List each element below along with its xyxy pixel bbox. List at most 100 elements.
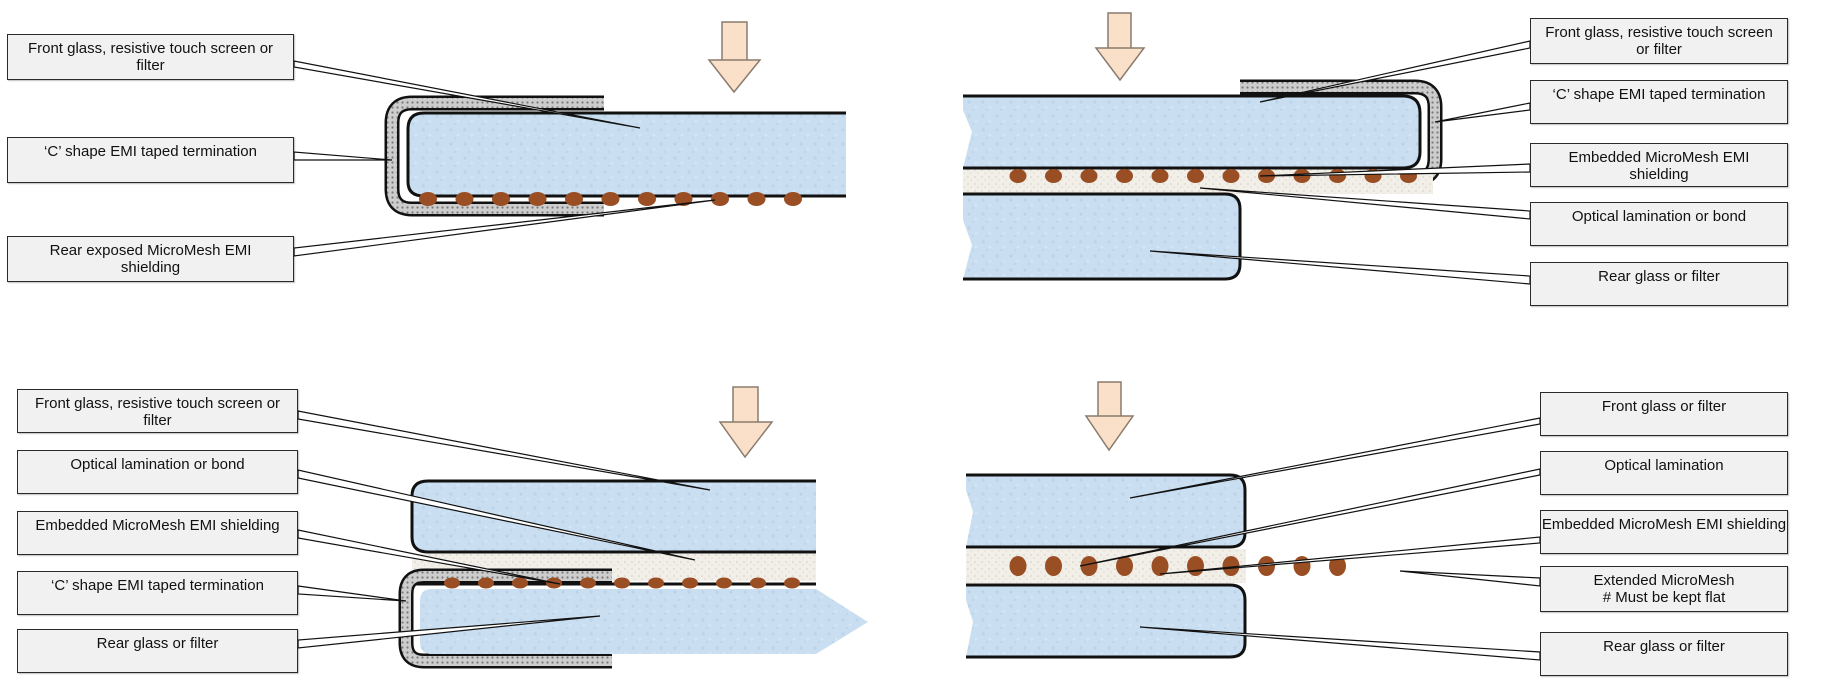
micromesh-wire-dot — [711, 192, 729, 206]
label-line: ‘C’ shape EMI taped termination — [1552, 86, 1766, 103]
label-optical-lamination: Optical lamination or bond — [1530, 202, 1788, 246]
front-glass-layer — [408, 113, 846, 196]
c-shape-emi-tape-fill — [401, 571, 612, 666]
micromesh-wire-dot — [614, 577, 630, 589]
micromesh-wire-dot — [512, 577, 528, 589]
micromesh-wire-dot — [682, 577, 698, 589]
panel-top-right — [963, 12, 1443, 281]
label-line: or filter — [1636, 41, 1682, 58]
front-glass-outline — [963, 94, 1422, 170]
leader-embedded-micromesh — [297, 529, 561, 585]
leader-c-shape — [293, 151, 393, 161]
label-c-shape-emi: ‘C’ shape EMI taped termination — [1530, 80, 1788, 124]
micromesh-wire-dot — [1116, 169, 1133, 183]
micromesh-wire-dot — [492, 192, 510, 206]
rear-glass-outline — [963, 192, 1242, 281]
label-line: Rear exposed MicroMesh EMI — [49, 242, 252, 259]
label-line: Front glass, resistive touch screen or — [34, 395, 281, 412]
micromesh-wire-dot — [648, 577, 664, 589]
label-line: Optical lamination or bond — [1571, 208, 1747, 225]
label-embedded-micromesh: Embedded MicroMesh EMI shielding — [17, 511, 298, 555]
label-front-glass: Front glass, resistive touch screen or f… — [1530, 18, 1788, 64]
label-front-glass: Front glass, resistive touch screen or f… — [17, 389, 298, 433]
micromesh-wire-dot — [1045, 556, 1062, 576]
front-glass-outline — [410, 479, 816, 554]
micromesh-wire-dot — [1080, 556, 1098, 576]
micromesh-wire-dot — [455, 192, 474, 206]
panel-bottom-left — [398, 386, 868, 669]
micromesh-wire-dot — [1222, 169, 1240, 183]
label-line: ‘C’ shape EMI taped termination — [51, 577, 264, 594]
down-arrow-icon — [718, 386, 774, 459]
label-line: Front glass, resistive touch screen or — [27, 40, 274, 57]
down-arrow-icon — [1084, 381, 1135, 452]
micromesh-wire-dot — [478, 577, 494, 589]
label-line: Optical lamination or bond — [70, 456, 245, 473]
label-line: shielding — [120, 259, 181, 276]
rear-glass-outline — [966, 583, 1247, 659]
leader-lines — [293, 40, 1541, 661]
down-arrow-icon — [707, 21, 762, 94]
label-c-shape-emi: ‘C’ shape EMI taped termination — [17, 571, 298, 615]
micromesh-wire-dot — [565, 192, 583, 206]
label-line: ‘C’ shape EMI taped termination — [44, 143, 257, 160]
micromesh-wire-dot — [1151, 556, 1169, 576]
label-line: Front glass or filter — [1601, 398, 1727, 415]
label-extended-micromesh: Extended MicroMesh # Must be kept flat — [1540, 566, 1788, 612]
panel-bottom-right — [966, 381, 1346, 659]
label-rear-glass: Rear glass or filter — [1530, 262, 1788, 306]
micromesh-wire-dot — [601, 192, 620, 206]
label-line: shielding — [1629, 166, 1689, 183]
micromesh-wire-dot — [1329, 169, 1346, 183]
rear-exposed-micromesh — [419, 192, 802, 206]
micromesh-wire-dot — [747, 192, 766, 206]
front-glass-layer — [966, 475, 1245, 547]
micromesh-wire-dot — [1045, 169, 1062, 183]
label-embedded-micromesh: Embedded MicroMesh EMI shielding — [1540, 510, 1788, 554]
micromesh-wire-dot — [1187, 169, 1204, 183]
micromesh-wire-dot — [1009, 556, 1027, 576]
label-front-glass: Front glass, resistive touch screen or f… — [7, 34, 294, 80]
label-optical-lamination: Optical lamination or bond — [17, 450, 298, 494]
label-line: Front glass, resistive touch screen — [1545, 24, 1773, 41]
label-embedded-micromesh: Embedded MicroMesh EMI shielding — [1530, 143, 1788, 187]
leader-rear-glass — [297, 615, 601, 649]
rear-glass-layer — [963, 194, 1240, 279]
micromesh-wire-dot — [716, 577, 732, 589]
label-line: Rear glass or filter — [1603, 638, 1725, 655]
leader-extended-micromesh — [1399, 570, 1541, 587]
label-line: # Must be kept flat — [1602, 589, 1726, 606]
micromesh-wire-dot — [444, 577, 460, 589]
micromesh-wire-dot — [1116, 556, 1133, 576]
label-rear-glass: Rear glass or filter — [17, 629, 298, 673]
c-shape-emi-tape-fill — [387, 98, 604, 214]
embedded-micromesh — [1009, 169, 1417, 183]
embedded-micromesh — [444, 577, 800, 589]
front-glass-outline — [406, 111, 846, 198]
label-line: Embedded MicroMesh EMI shielding — [1541, 516, 1787, 533]
label-line: Optical lamination — [1604, 457, 1724, 474]
micromesh-wire-dot — [528, 192, 547, 206]
label-line: Embedded MicroMesh EMI shielding — [35, 517, 280, 534]
front-glass-outline — [966, 473, 1247, 549]
rear-glass-layer — [966, 585, 1245, 657]
front-glass-layer — [412, 481, 816, 552]
rear-glass-layer — [420, 589, 868, 654]
micromesh-wire-dot — [1258, 556, 1275, 576]
label-front-glass: Front glass or filter — [1540, 392, 1788, 436]
micromesh-wire-dot — [750, 577, 766, 589]
down-arrow-icon — [1094, 12, 1146, 82]
micromesh-wire-dot — [1009, 169, 1027, 183]
leader-front-glass — [293, 60, 641, 129]
front-glass-layer — [963, 96, 1420, 168]
label-rear-exposed-micromesh: Rear exposed MicroMesh EMI shielding — [7, 236, 294, 282]
panel-top-left — [384, 21, 846, 217]
label-c-shape-emi: ‘C’ shape EMI taped termination — [7, 137, 294, 183]
micromesh-wire-dot — [1187, 556, 1204, 576]
leader-c-shape — [297, 585, 407, 602]
micromesh-wire-dot — [1222, 556, 1240, 576]
label-line: Embedded MicroMesh EMI — [1568, 149, 1750, 166]
micromesh-wire-dot — [1080, 169, 1098, 183]
micromesh-wire-dot — [1329, 556, 1346, 576]
